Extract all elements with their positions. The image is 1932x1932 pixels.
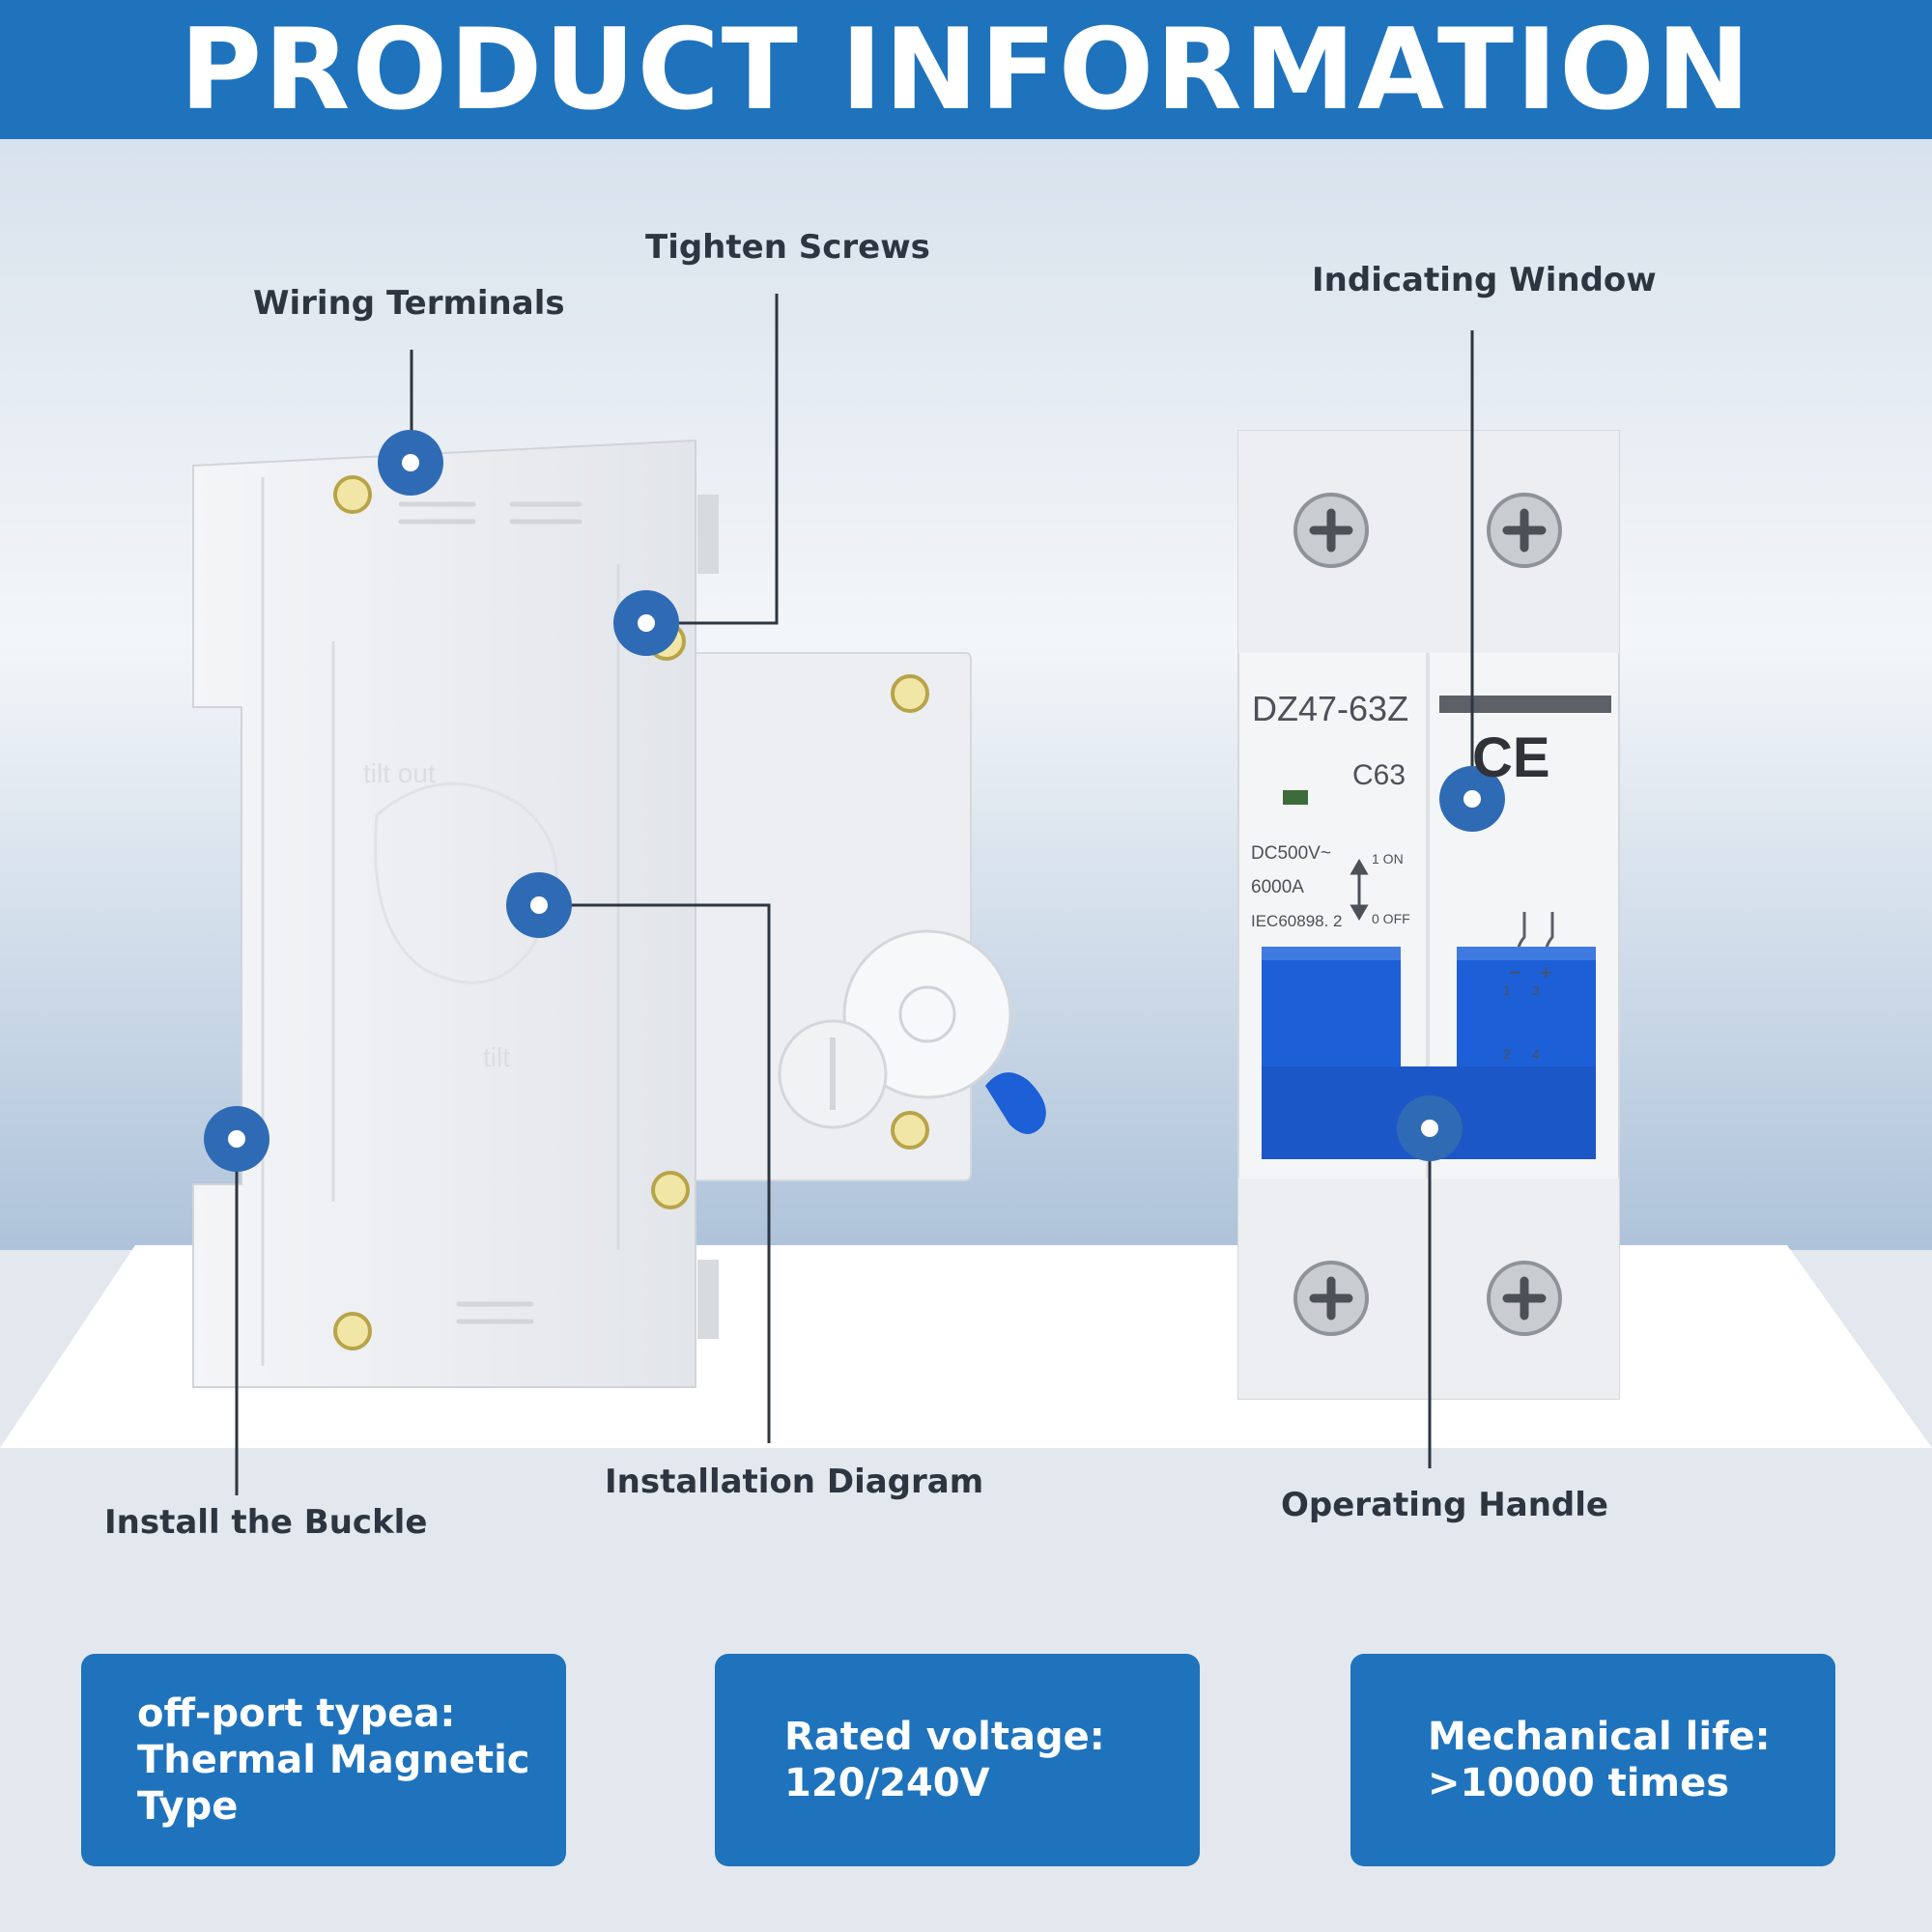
off-text: 0 OFF xyxy=(1372,911,1410,926)
spec-offport-value-2: Type xyxy=(137,1784,239,1829)
marker-install-buckle[interactable] xyxy=(204,1106,270,1172)
side-tab-bottom xyxy=(697,1260,719,1339)
terminal-4-text: 4 xyxy=(1532,1046,1540,1062)
spec-voltage-value: 120/240V xyxy=(784,1761,990,1805)
spec-mechanical-label: Mechanical life: xyxy=(1428,1715,1771,1759)
on-text: 1 ON xyxy=(1372,851,1404,867)
rotary-knob xyxy=(842,929,1012,1099)
embossed-tilt: tilt xyxy=(483,1042,510,1072)
marker-installation-diagram[interactable] xyxy=(506,872,572,938)
ce-mark: CE xyxy=(1472,726,1550,789)
breaker-label-texts: DZ47-63Z C63 DC500V~ 6000A IEC60898. 2 1… xyxy=(363,689,1552,1072)
spec-voltage-label: Rated voltage: xyxy=(784,1715,1105,1759)
indicator-light xyxy=(1283,790,1308,805)
voltage-text: DC500V~ xyxy=(1251,843,1331,864)
side-main-body xyxy=(192,439,696,1388)
label-tighten-screws: Tighten Screws xyxy=(645,228,930,267)
model-text: DZ47-63Z xyxy=(1252,689,1408,728)
marker-wiring-terminals[interactable] xyxy=(378,430,443,496)
header-banner: PRODUCT INFORMATION xyxy=(0,0,1932,139)
front-label-bar xyxy=(1439,696,1611,713)
capacity-text: 6000A xyxy=(1251,877,1304,897)
callout-markers xyxy=(204,430,1505,1172)
breaker-side-view xyxy=(192,439,1046,1388)
on-off-arrow xyxy=(1350,859,1369,921)
spec-offport-label: off-port typea: xyxy=(137,1691,456,1736)
marker-operating-handle[interactable] xyxy=(1397,1095,1463,1161)
blue-clip xyxy=(985,1072,1046,1134)
page-title: PRODUCT INFORMATION xyxy=(180,4,1752,135)
label-indicating-window: Indicating Window xyxy=(1312,261,1657,299)
label-wiring-terminals: Wiring Terminals xyxy=(253,284,565,323)
terminal-screws xyxy=(1293,493,1562,1336)
embossed-tilt-out: tilt out xyxy=(363,758,436,788)
rotary-knob-center xyxy=(898,985,956,1043)
standard-text: IEC60898. 2 xyxy=(1251,912,1343,930)
terminal-2-text: 2 xyxy=(1503,1046,1511,1062)
terminal-1-text: 1 xyxy=(1503,982,1511,998)
side-tab-top xyxy=(697,495,719,574)
rating-text: C63 xyxy=(1352,759,1406,791)
minus-text: − xyxy=(1509,960,1521,984)
terminal-3-text: 3 xyxy=(1532,982,1540,998)
label-install-buckle: Install the Buckle xyxy=(104,1503,428,1542)
spec-offport-value-1: Thermal Magnetic xyxy=(137,1738,530,1782)
spec-box-offport: off-port typea: Thermal Magnetic Type xyxy=(81,1654,566,1866)
spec-box-mechanical: Mechanical life: >10000 times xyxy=(1350,1654,1835,1866)
leader-diagram xyxy=(539,903,771,1443)
spec-box-voltage: Rated voltage: 120/240V xyxy=(715,1654,1200,1866)
spec-mechanical-value: >10000 times xyxy=(1428,1761,1730,1805)
label-installation-diagram: Installation Diagram xyxy=(605,1463,984,1501)
marker-indicating-window[interactable] xyxy=(1439,766,1505,832)
marker-tighten-screws[interactable] xyxy=(613,590,679,656)
plus-text: + xyxy=(1540,960,1552,984)
vent-slots xyxy=(398,501,582,1324)
label-operating-handle: Operating Handle xyxy=(1281,1486,1608,1524)
side-inner-ridge xyxy=(261,477,620,1366)
leader-screws xyxy=(646,294,779,625)
